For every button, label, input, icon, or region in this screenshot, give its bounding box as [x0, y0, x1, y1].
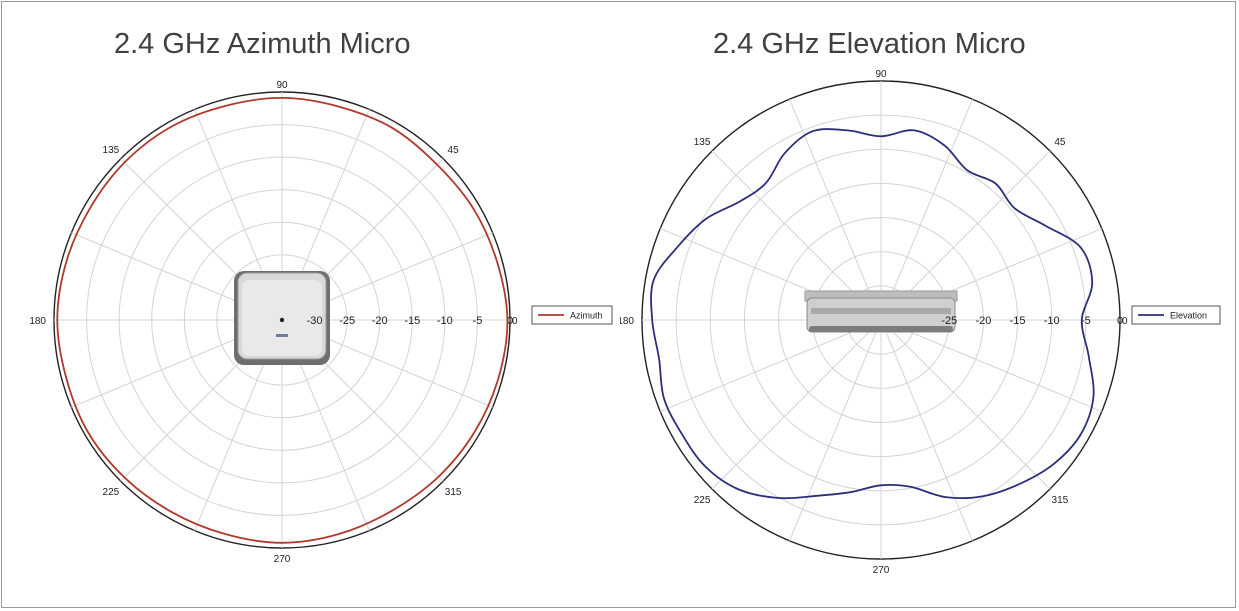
radial-tick-label: -10 — [437, 315, 453, 327]
access-point-image — [234, 271, 330, 365]
legend-label: Azimuth — [570, 311, 603, 321]
grid-spoke — [880, 319, 1051, 490]
radial-tick-label: -25 — [941, 315, 957, 327]
legend-box — [531, 305, 613, 325]
angle-label: 90 — [276, 80, 288, 91]
grid-spoke — [880, 99, 973, 321]
azimuth-chart-title: 2.4 GHz Azimuth Micro — [114, 28, 411, 60]
angle-label: 135 — [103, 145, 120, 156]
grid-spoke — [880, 319, 1102, 412]
grid-spoke — [789, 99, 882, 321]
device-base — [809, 326, 953, 332]
angle-label: 315 — [1052, 495, 1069, 506]
radial-tick-label: -15 — [404, 315, 420, 327]
angle-label: 135 — [694, 137, 711, 148]
angle-label: 0 — [512, 316, 518, 327]
angle-label: 180 — [620, 316, 634, 327]
grid-spoke — [660, 319, 882, 412]
device-led — [279, 317, 285, 323]
angle-label: 45 — [1054, 137, 1066, 148]
radial-tick-label: -25 — [339, 315, 355, 327]
chart-legend: Elevation — [1131, 305, 1221, 325]
radial-tick-label: 0 — [507, 315, 513, 327]
radial-tick-label: -20 — [975, 315, 991, 327]
azimuth-polar-chart: -30 -25 -20 -15 -10 -5 00 45 90 135 180 225 270 315 Az… — [29, 80, 613, 565]
radial-tick-label: -5 — [1081, 315, 1091, 327]
grid-spoke — [711, 319, 882, 490]
legend-label: Elevation — [1170, 311, 1207, 321]
elevation-chart-title: 2.4 GHz Elevation Micro — [713, 28, 1026, 60]
radial-tick-label: -10 — [1044, 315, 1060, 327]
elevation-series-line — [650, 128, 1095, 500]
angle-label: 225 — [694, 495, 711, 506]
angle-label: 270 — [873, 565, 890, 576]
radial-tick-label: 0 — [1117, 315, 1123, 327]
angle-label: 315 — [445, 487, 462, 498]
elevation-polar-chart: -25 -20 -15 -10 -5 00 45 90 135 180 225 270 315 Eleva… — [620, 69, 1221, 576]
radial-tick-label: -5 — [473, 315, 483, 327]
angle-label: 180 — [29, 316, 46, 327]
chart-legend: Azimuth — [531, 305, 613, 325]
angle-label: 0 — [1122, 316, 1128, 327]
device-stripe — [811, 308, 951, 314]
grid-spoke — [789, 319, 882, 541]
angle-label: 225 — [103, 487, 120, 498]
radial-tick-label: -30 — [307, 315, 323, 327]
grid-spoke — [880, 319, 973, 541]
device-logo — [276, 334, 288, 337]
angle-label: 90 — [875, 69, 887, 80]
radial-tick-label: -20 — [372, 315, 388, 327]
angle-label: 270 — [274, 554, 291, 565]
radial-tick-label: -15 — [1010, 315, 1026, 327]
angle-label: 45 — [448, 145, 460, 156]
azimuth-series-line — [56, 96, 509, 544]
access-point-side-image — [804, 290, 958, 333]
legend-box — [1131, 305, 1221, 325]
